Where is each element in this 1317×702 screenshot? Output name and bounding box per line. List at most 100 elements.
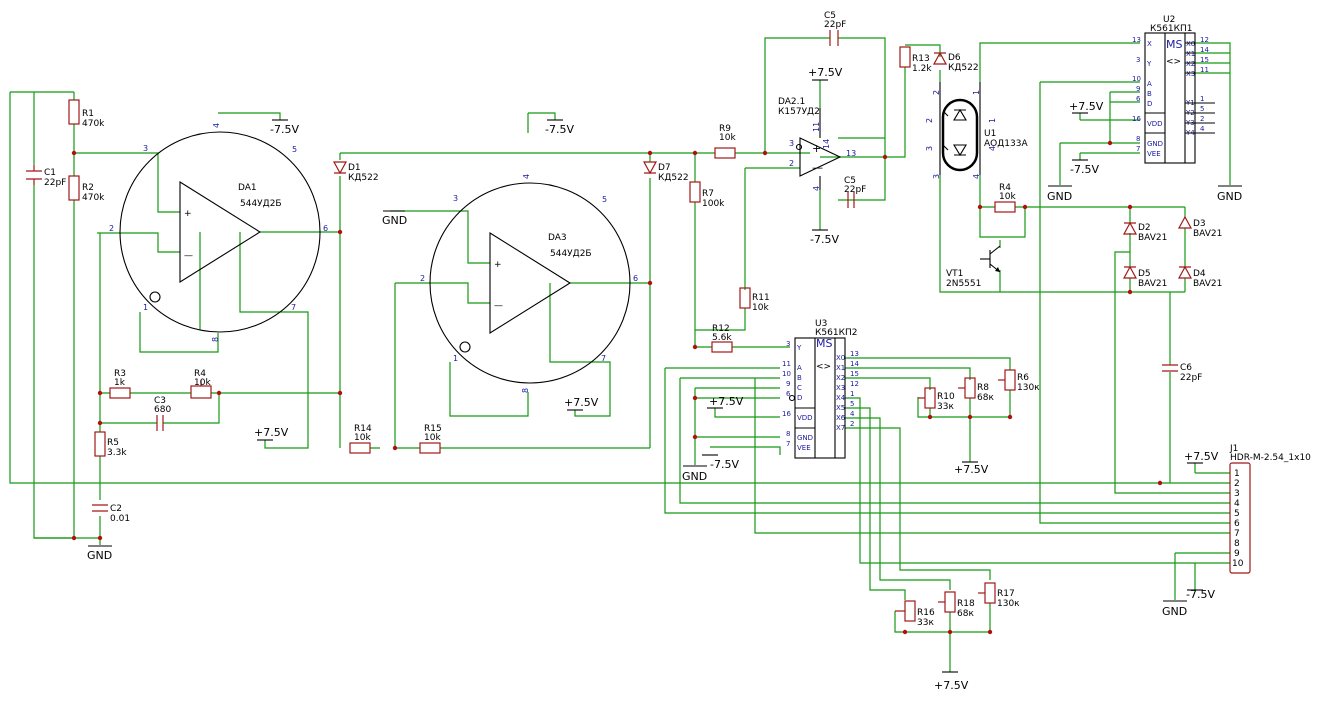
- r4b-ref: R4: [999, 183, 1011, 193]
- svg-text:A: A: [797, 364, 802, 372]
- c5a-value: 22pF: [824, 20, 846, 30]
- da3-pin3: 3: [453, 194, 458, 203]
- r3-body: [109, 387, 131, 399]
- u3-ms: MS: [816, 337, 832, 350]
- svg-text:X7: X7: [836, 424, 845, 432]
- r11-ref: R11: [752, 293, 770, 303]
- da2-pin11: 11: [812, 122, 821, 132]
- da2-plus: +: [812, 142, 821, 155]
- opamp-da1: DA1 544УД2Б + — 3 4 5 2 6 1 7 8: [109, 123, 328, 342]
- svg-text:14: 14: [1200, 46, 1209, 54]
- svg-text:Y: Y: [796, 344, 802, 352]
- u2-mux: <>: [1166, 57, 1181, 67]
- u2-ref: U2: [1163, 15, 1175, 25]
- r17-value: 130к: [997, 599, 1020, 609]
- u1-pin2b: 2: [925, 118, 934, 123]
- vpos-8: +7.5V: [934, 679, 969, 692]
- da3-pin5: 5: [602, 195, 607, 204]
- r8-value: 68к: [977, 393, 994, 403]
- svg-text:6: 6: [1234, 519, 1240, 529]
- r3-ref: R3: [114, 369, 126, 379]
- r5-ref: R5: [107, 438, 119, 448]
- svg-text:5: 5: [1200, 105, 1204, 113]
- da3-ref: DA3: [548, 233, 567, 243]
- r17-body: [984, 582, 996, 604]
- da2-pin2: 2: [789, 159, 794, 168]
- svg-text:6: 6: [1136, 95, 1141, 103]
- r5-body: [94, 431, 106, 457]
- u1-pin3a: 3: [925, 146, 934, 151]
- r4a-value: 10k: [194, 378, 211, 388]
- vpos-6: +7.5V: [954, 463, 989, 476]
- da2-pin4: 4: [812, 186, 821, 191]
- r14-value: 10k: [354, 433, 371, 443]
- da2-pin13: 13: [846, 149, 856, 158]
- c3-value: 680: [154, 405, 171, 415]
- r10-ref: R10: [937, 392, 955, 402]
- svg-text:5: 5: [1234, 509, 1240, 519]
- r2-ref: R2: [82, 183, 94, 193]
- c5b-ref: C5: [844, 176, 856, 186]
- diodes: D1 КД522 D7 КД522 D6 КД522 D2 BAV21 D3 B…: [332, 51, 1222, 289]
- d3-ref: D3: [1193, 219, 1206, 229]
- da3-pin6: 6: [633, 274, 638, 283]
- svg-text:11: 11: [782, 360, 791, 368]
- svg-text:C: C: [797, 384, 802, 392]
- u1-ref: U1: [984, 129, 996, 139]
- optocoupler-u1: 2 2 3 3 1 1 4 4 U1 АОД133А: [925, 82, 1028, 179]
- svg-text:2: 2: [850, 420, 854, 428]
- svg-text:10: 10: [782, 370, 791, 378]
- da2-ref: DA2.1: [778, 97, 805, 107]
- svg-text:X6: X6: [836, 414, 846, 422]
- r14-ref: R14: [354, 424, 372, 434]
- j1-ref: J1: [1229, 444, 1238, 454]
- r11-body: [739, 287, 751, 309]
- svg-text:12: 12: [850, 380, 859, 388]
- u2-value: К561КП1: [1150, 24, 1192, 34]
- svg-text:7: 7: [1136, 145, 1140, 153]
- svg-text:X2: X2: [836, 374, 845, 382]
- svg-text:B: B: [797, 374, 802, 382]
- connector-j1: J1 HDR-M-2.54_1x10 1 2 3 4 5 6 7 8 9 10: [1229, 444, 1311, 574]
- gnd-2: GND: [382, 214, 407, 227]
- svg-text:X3: X3: [836, 384, 845, 392]
- vpos-5: +7.5V: [1069, 100, 1104, 113]
- svg-text:VDD: VDD: [1147, 120, 1163, 128]
- d1-value: КД522: [348, 173, 379, 183]
- r1-value: 470k: [82, 119, 105, 129]
- vpos-2: +7.5V: [254, 426, 289, 439]
- c5b-value: 22pF: [844, 185, 866, 195]
- svg-text:X: X: [1147, 40, 1152, 48]
- svg-text:GND: GND: [797, 434, 813, 442]
- svg-text:D: D: [1147, 100, 1152, 108]
- d2-value: BAV21: [1138, 233, 1167, 243]
- c1-value: 22pF: [44, 178, 66, 188]
- svg-text:4: 4: [1200, 125, 1205, 133]
- u1-pin1a: 1: [972, 90, 981, 95]
- svg-text:3: 3: [786, 340, 790, 348]
- r18-body: [944, 591, 956, 613]
- svg-text:2: 2: [1234, 479, 1240, 489]
- da2-value: К157УД2: [778, 107, 820, 117]
- da3-plus: +: [494, 260, 502, 270]
- da1-pin4: 4: [212, 123, 221, 128]
- d7-ref: D7: [658, 163, 671, 173]
- svg-text:2: 2: [1200, 115, 1204, 123]
- c2-value: 0.01: [110, 514, 130, 524]
- r8-ref: R8: [977, 383, 989, 393]
- r7-ref: R7: [702, 189, 714, 199]
- r14-body: [349, 442, 371, 454]
- r5-value: 3.3k: [107, 448, 127, 458]
- svg-text:9: 9: [1234, 549, 1240, 559]
- transistor-vt1: VT1 2N5551: [946, 245, 1001, 289]
- opamp-da2: DA2.1 К157УД2 + — 3 2 11 4 13 14: [778, 97, 856, 191]
- svg-text:VEE: VEE: [1147, 150, 1161, 158]
- vt1-value: 2N5551: [946, 279, 981, 289]
- u1-pin4a: 4: [988, 146, 997, 151]
- gnd-4: GND: [1047, 190, 1072, 203]
- da3-pin1: 1: [453, 354, 458, 363]
- r2-body: [68, 175, 80, 201]
- u2-ms: MS: [1166, 38, 1182, 51]
- svg-text:8: 8: [1136, 135, 1140, 143]
